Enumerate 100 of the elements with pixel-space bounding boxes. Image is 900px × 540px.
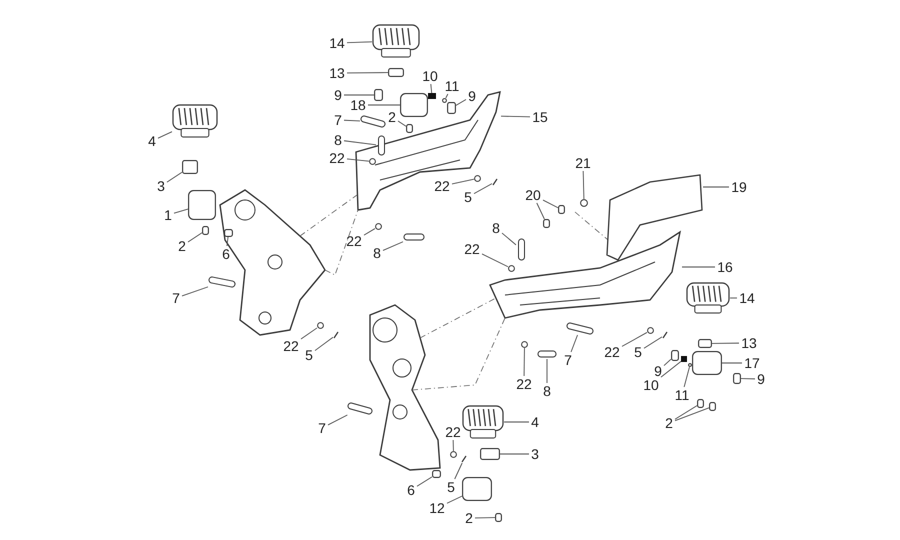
- callout-number: 11: [443, 79, 461, 93]
- screw: [709, 402, 716, 411]
- leader-line: [712, 342, 740, 344]
- callout-number: 22: [515, 377, 533, 391]
- footpeg-rubber: [372, 24, 420, 58]
- callout-number: 4: [147, 134, 157, 148]
- leader-line: [382, 241, 404, 251]
- leader-line: [328, 414, 348, 426]
- leader-line: [474, 517, 496, 518]
- callout-number: 9: [756, 372, 766, 386]
- pin: [566, 322, 594, 335]
- leader-line: [674, 407, 710, 422]
- assembly-line: [412, 318, 506, 390]
- callout-number: 5: [633, 345, 643, 359]
- mounting-plate: [182, 160, 198, 174]
- callout-number: 8: [491, 221, 501, 235]
- washer: [508, 265, 515, 272]
- screw: [495, 513, 502, 522]
- callout-number: 22: [282, 339, 300, 353]
- callout-number: 9: [467, 89, 477, 103]
- callout-number: 6: [406, 483, 416, 497]
- callout-number: 17: [743, 356, 761, 370]
- nut: [432, 470, 441, 478]
- leader-line: [682, 266, 716, 268]
- pin: [347, 402, 373, 415]
- footpeg-rubber: [686, 282, 730, 314]
- callout-number: 16: [716, 260, 734, 274]
- leader-line: [346, 158, 370, 162]
- callout-number: 6: [221, 247, 231, 261]
- callout-number: 11: [673, 388, 691, 402]
- mounting-plate: [480, 448, 500, 460]
- washer: [647, 327, 654, 334]
- callout-number: 14: [738, 291, 756, 305]
- leader-line: [446, 496, 462, 504]
- leader-line: [445, 94, 448, 98]
- footrest-bracket: [370, 305, 440, 470]
- callout-number: 8: [333, 133, 343, 147]
- callout-number: 9: [653, 364, 663, 378]
- leader-line: [452, 178, 474, 184]
- leader-line: [346, 41, 372, 44]
- callout-number: 5: [304, 348, 314, 362]
- callout-number: 9: [333, 88, 343, 102]
- leader-line: [582, 170, 584, 200]
- leader-line: [368, 104, 400, 106]
- leader-line: [674, 405, 698, 420]
- leader-line: [344, 94, 374, 96]
- callout-number: 20: [524, 188, 542, 202]
- callout-number: 21: [574, 156, 592, 170]
- footpeg-bracket: [692, 351, 722, 375]
- screw: [697, 399, 704, 408]
- leader-line: [226, 236, 228, 246]
- washer: [474, 175, 481, 182]
- footrest-bracket: [220, 190, 325, 335]
- callout-number: 3: [530, 447, 540, 461]
- ball: [442, 98, 447, 103]
- pin: [208, 276, 236, 288]
- circlip: [461, 455, 467, 463]
- leader-line: [454, 462, 463, 480]
- footpeg-bracket: [462, 477, 492, 501]
- callout-number: 15: [531, 110, 549, 124]
- leader-line: [166, 172, 182, 183]
- callout-number: 7: [333, 113, 343, 127]
- callout-number: 19: [730, 180, 748, 194]
- washer: [521, 341, 528, 348]
- leader-line: [622, 332, 648, 347]
- callout-number: 2: [177, 239, 187, 253]
- callout-number: 22: [328, 151, 346, 165]
- callout-number: 22: [444, 425, 462, 439]
- leader-line: [502, 232, 516, 246]
- callout-number: 22: [433, 179, 451, 193]
- callout-number: 7: [171, 291, 181, 305]
- leader-line: [344, 120, 360, 122]
- callout-number: 2: [387, 110, 397, 124]
- callout-number: 18: [349, 98, 367, 112]
- callout-number: 22: [603, 345, 621, 359]
- mounting-plate: [388, 68, 404, 77]
- washer: [450, 451, 457, 458]
- callout-number: 3: [156, 179, 166, 193]
- leader-line: [452, 440, 454, 452]
- leader-line: [158, 131, 172, 139]
- leader-line: [722, 362, 742, 364]
- callout-number: 13: [740, 336, 758, 350]
- leader-line: [524, 348, 525, 376]
- leader-line: [474, 183, 492, 194]
- washer: [375, 223, 382, 230]
- callout-number: 22: [463, 242, 481, 256]
- leader-line: [182, 286, 208, 296]
- callout-number: 7: [317, 421, 327, 435]
- footpeg-rubber: [172, 104, 218, 138]
- leader-line: [398, 120, 406, 127]
- leader-line: [364, 228, 376, 236]
- leader-line: [346, 72, 388, 74]
- heel-guard: [605, 172, 703, 262]
- callout-number: 4: [530, 415, 540, 429]
- assembly-line: [324, 210, 358, 276]
- washer: [580, 199, 588, 207]
- callout-number: 13: [328, 66, 346, 80]
- callout-number: 10: [421, 69, 439, 83]
- washer: [317, 322, 324, 329]
- leader-line: [430, 84, 432, 94]
